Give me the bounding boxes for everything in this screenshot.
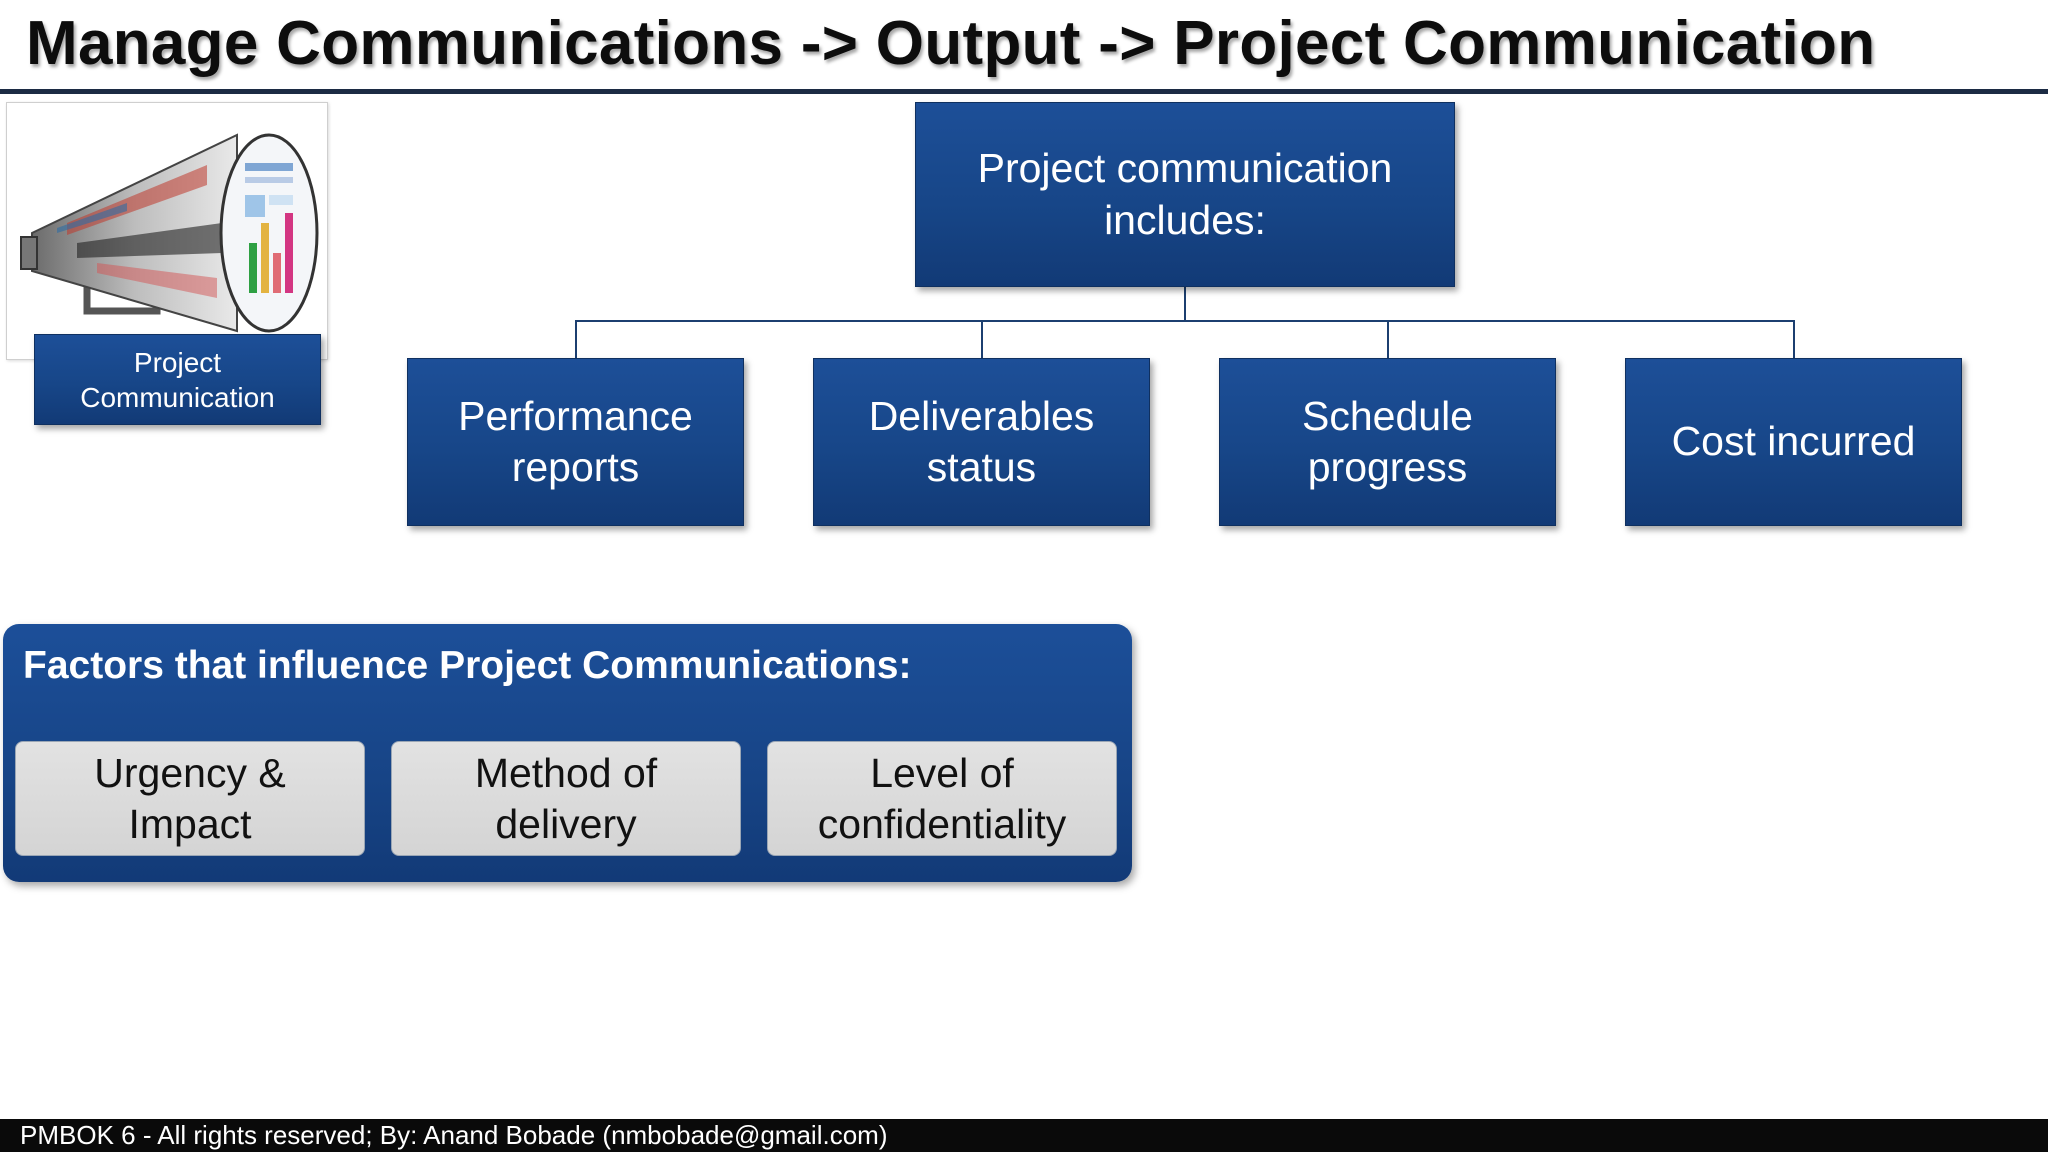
factor-label: Urgency & Impact — [94, 750, 286, 847]
connector-horizontal — [575, 320, 1795, 322]
slide-title: Manage Communications -> Output -> Proje… — [26, 9, 1876, 78]
connector-root-stem — [1184, 287, 1186, 321]
hierarchy-child-deliverables-status: Deliverables status — [813, 358, 1150, 526]
megaphone-communication-icon — [20, 133, 319, 333]
image-caption-box: Project Communication — [34, 334, 321, 425]
communication-image — [6, 102, 328, 360]
factor-label: Method of delivery — [474, 750, 658, 847]
factor-level-of-confidentiality: Level of confidentiality — [767, 741, 1117, 856]
factors-panel: Factors that influence Project Communica… — [3, 624, 1132, 882]
hierarchy-root-label: Project communication includes: — [977, 145, 1393, 243]
title-divider — [0, 89, 2048, 94]
factor-method-of-delivery: Method of delivery — [391, 741, 741, 856]
hierarchy-child-performance-reports: Performance reports — [407, 358, 744, 526]
connector-child-4 — [1793, 320, 1795, 358]
connector-child-2 — [981, 320, 983, 358]
hierarchy-child-label: Deliverables status — [868, 392, 1095, 490]
factor-urgency-impact: Urgency & Impact — [15, 741, 365, 856]
hierarchy-root-box: Project communication includes: — [915, 102, 1455, 287]
factor-label: Level of confidentiality — [817, 750, 1067, 847]
hierarchy-child-label: Cost incurred — [1671, 418, 1916, 465]
hierarchy-child-cost-incurred: Cost incurred — [1625, 358, 1962, 526]
hierarchy-child-schedule-progress: Schedule progress — [1219, 358, 1556, 526]
hierarchy-child-label: Performance reports — [458, 392, 693, 490]
factors-title: Factors that influence Project Communica… — [23, 644, 912, 687]
image-caption: Project Communication — [80, 346, 275, 413]
connector-child-3 — [1387, 320, 1389, 358]
connector-child-1 — [575, 320, 577, 358]
footer-bar: PMBOK 6 - All rights reserved; By: Anand… — [0, 1119, 2048, 1152]
footer-text: PMBOK 6 - All rights reserved; By: Anand… — [20, 1120, 888, 1150]
hierarchy-child-label: Schedule progress — [1302, 392, 1473, 490]
